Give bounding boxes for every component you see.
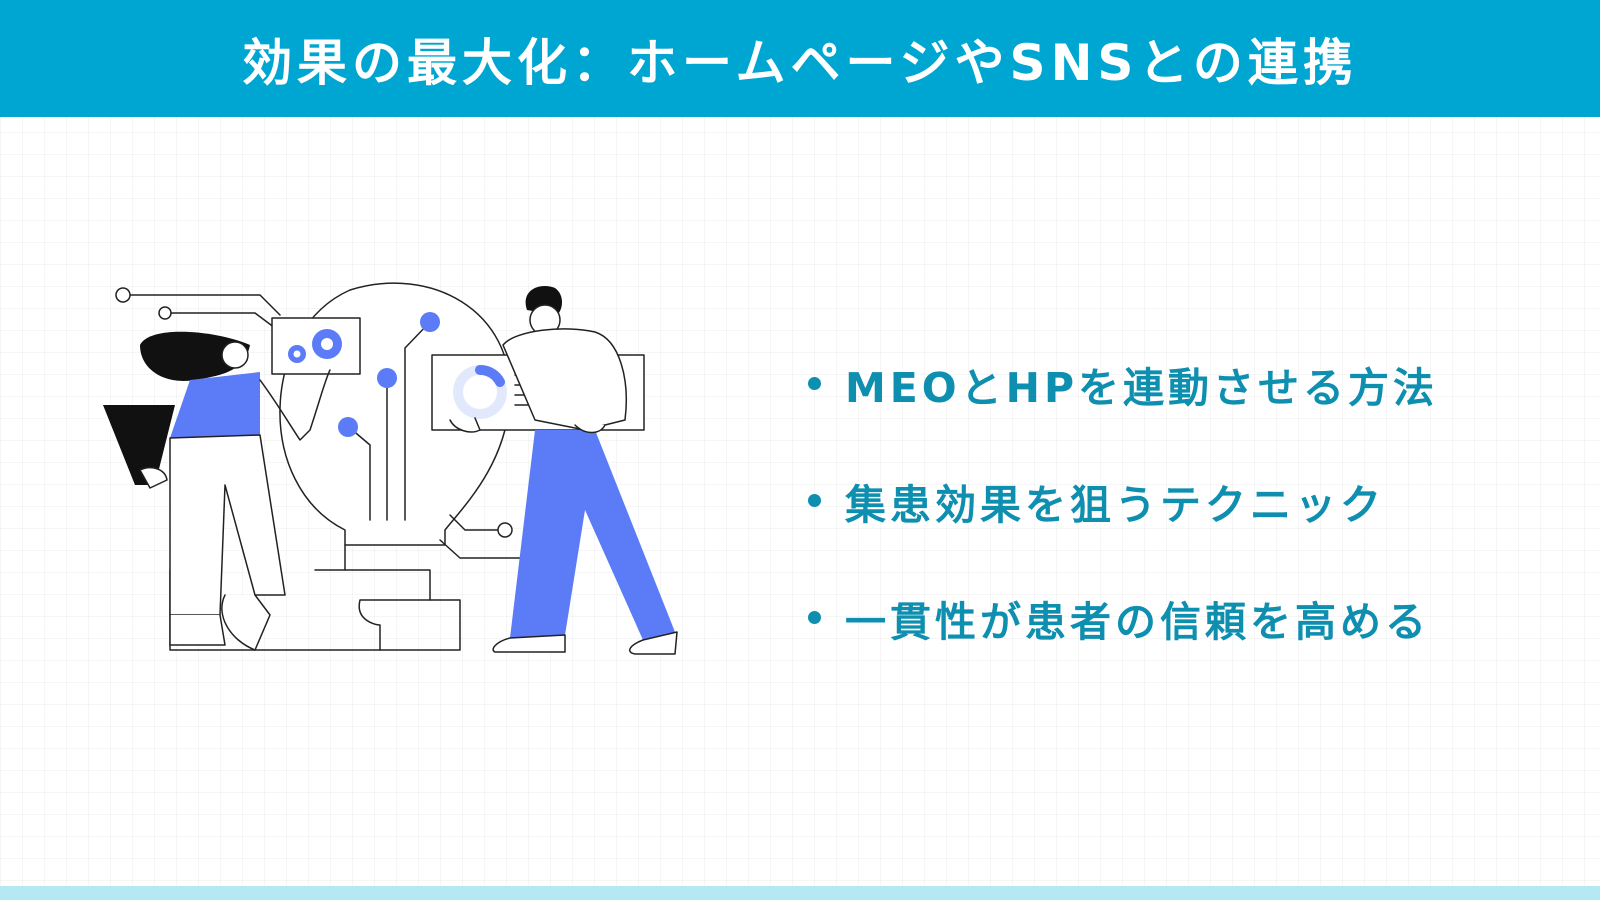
bullet-text: 一貫性が患者の信頼を高める	[845, 597, 1430, 646]
bullet-list: MEOとHPを連動させる方法 集患効果を狙うテクニック 一貫性が患者の信頼を高め…	[808, 325, 1568, 676]
bullet-dot-icon	[808, 494, 821, 507]
list-item: MEOとHPを連動させる方法	[808, 325, 1568, 442]
bullet-text: MEOとHPを連動させる方法	[845, 363, 1439, 412]
team-lightbulb-icon	[103, 282, 678, 655]
bullet-text: 集患効果を狙うテクニック	[845, 480, 1385, 529]
bullet-dot-icon	[808, 377, 821, 390]
footer-bar	[0, 886, 1600, 900]
header-bar: 効果の最大化：ホームページやSNSとの連携	[0, 0, 1600, 117]
bullet-dot-icon	[808, 611, 821, 624]
list-item: 一貫性が患者の信頼を高める	[808, 559, 1568, 676]
page-title: 効果の最大化：ホームページやSNSとの連携	[242, 33, 1358, 92]
list-item: 集患効果を狙うテクニック	[808, 442, 1568, 559]
